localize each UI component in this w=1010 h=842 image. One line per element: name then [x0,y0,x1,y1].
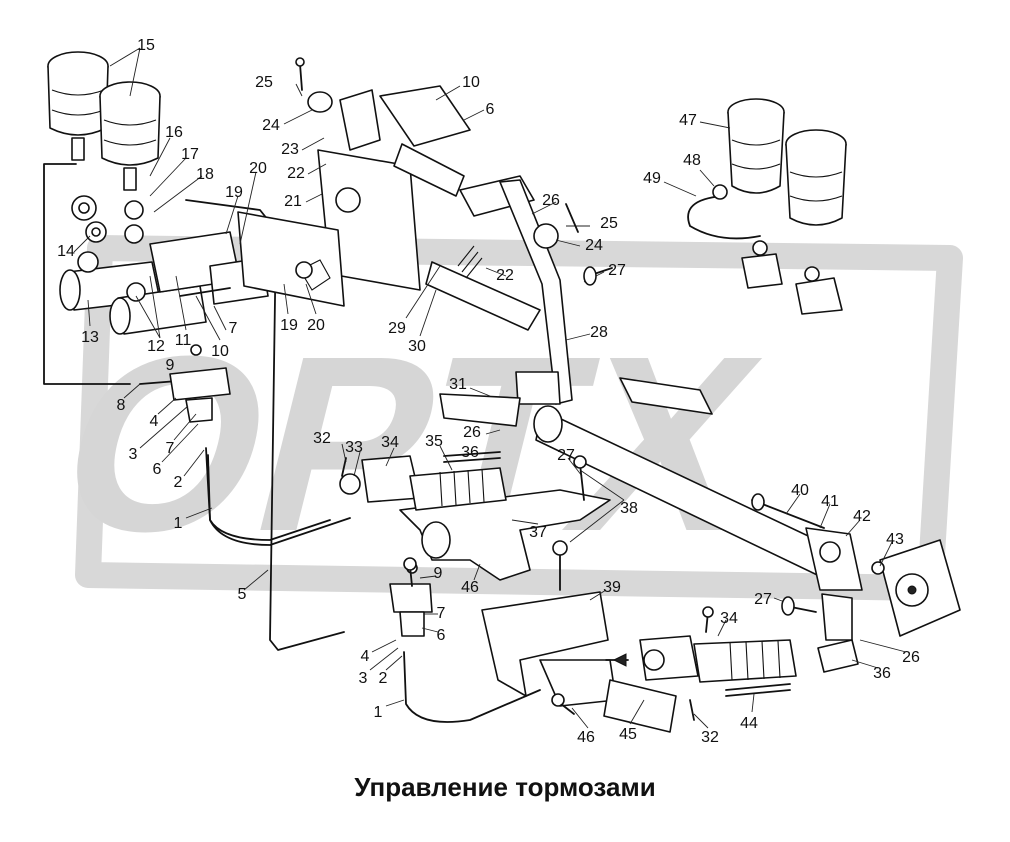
slave-cylinder-upper [339,451,507,511]
callout-7: 7 [166,440,175,457]
callout-49: 49 [643,170,661,187]
return-springs [295,245,483,291]
callout-29: 29 [388,320,406,337]
callout-7: 7 [437,605,446,622]
callout-16: 16 [165,124,183,141]
callout-9: 9 [434,565,443,582]
callout-1: 1 [174,515,183,532]
callout-19: 19 [280,317,298,334]
callout-43: 43 [886,531,904,548]
pedal-pad [871,539,961,637]
callout-32: 32 [313,430,331,447]
callout-15: 15 [137,37,155,54]
leader-lines [73,47,907,729]
callout-22: 22 [287,165,305,182]
callout-25: 25 [600,215,618,232]
callout-48: 48 [683,152,701,169]
callout-26: 26 [542,192,560,209]
watermark-text: ОРТХ [36,303,783,583]
callout-23: 23 [281,141,299,158]
callout-33: 33 [345,439,363,456]
callout-35: 35 [425,433,443,450]
callout-2: 2 [379,670,388,687]
callout-6: 6 [153,461,162,478]
callout-37: 37 [529,524,547,541]
callout-11: 11 [175,332,192,349]
pedal-shaft [439,179,863,641]
callout-4: 4 [150,413,159,430]
callout-20: 20 [249,160,267,177]
callout-20: 20 [307,317,325,334]
callout-3: 3 [359,670,368,687]
tee-fittings [169,344,433,637]
callout-19: 19 [225,184,243,201]
callout-45: 45 [619,726,637,743]
callout-41: 41 [821,493,839,510]
callout-17: 17 [181,146,199,163]
callout-24: 24 [262,117,280,134]
callout-6: 6 [437,627,446,644]
callout-8: 8 [117,397,126,414]
brake-fluid-reservoirs-right [687,98,847,315]
callout-2: 2 [174,474,183,491]
callout-34: 34 [381,434,399,451]
bolts-and-pins [295,57,817,721]
callout-26: 26 [463,424,481,441]
callout-47: 47 [679,112,697,129]
callout-32: 32 [701,729,719,746]
callout-39: 39 [603,579,621,596]
brake-fluid-reservoirs-left [47,51,161,191]
callout-6: 6 [486,101,495,118]
callout-13: 13 [81,329,99,346]
callout-24: 24 [585,237,603,254]
callout-36: 36 [873,665,891,682]
callout-34: 34 [720,610,738,627]
callout-9: 9 [166,357,175,374]
callout-10: 10 [462,74,480,91]
callout-38: 38 [620,500,638,517]
callout-14: 14 [57,243,75,260]
pedal-bracket [237,85,541,331]
callout-7: 7 [229,320,238,337]
callout-46: 46 [577,729,595,746]
callout-40: 40 [791,482,809,499]
callout-30: 30 [408,338,426,355]
callout-31: 31 [449,376,467,393]
callout-3: 3 [129,446,138,463]
callout-18: 18 [196,166,214,183]
callout-22: 22 [496,267,514,284]
callout-46: 46 [461,579,479,596]
callout-28: 28 [590,324,608,341]
diagram-caption: Управление тормозами [354,772,656,802]
callout-21: 21 [284,193,302,210]
callout-26: 26 [902,649,920,666]
callout-27: 27 [557,447,575,464]
callout-25: 25 [255,74,273,91]
slave-cylinder-lower [605,635,859,697]
callout-44: 44 [740,715,758,732]
callout-5: 5 [238,586,247,603]
callout-12: 12 [147,338,165,355]
callout-10: 10 [211,343,229,360]
callout-27: 27 [754,591,772,608]
brake-master-cylinder [59,195,269,335]
callout-42: 42 [853,508,871,525]
callout-27: 27 [608,262,626,279]
callout-36: 36 [461,444,479,461]
callout-4: 4 [361,648,370,665]
callout-1: 1 [374,704,383,721]
